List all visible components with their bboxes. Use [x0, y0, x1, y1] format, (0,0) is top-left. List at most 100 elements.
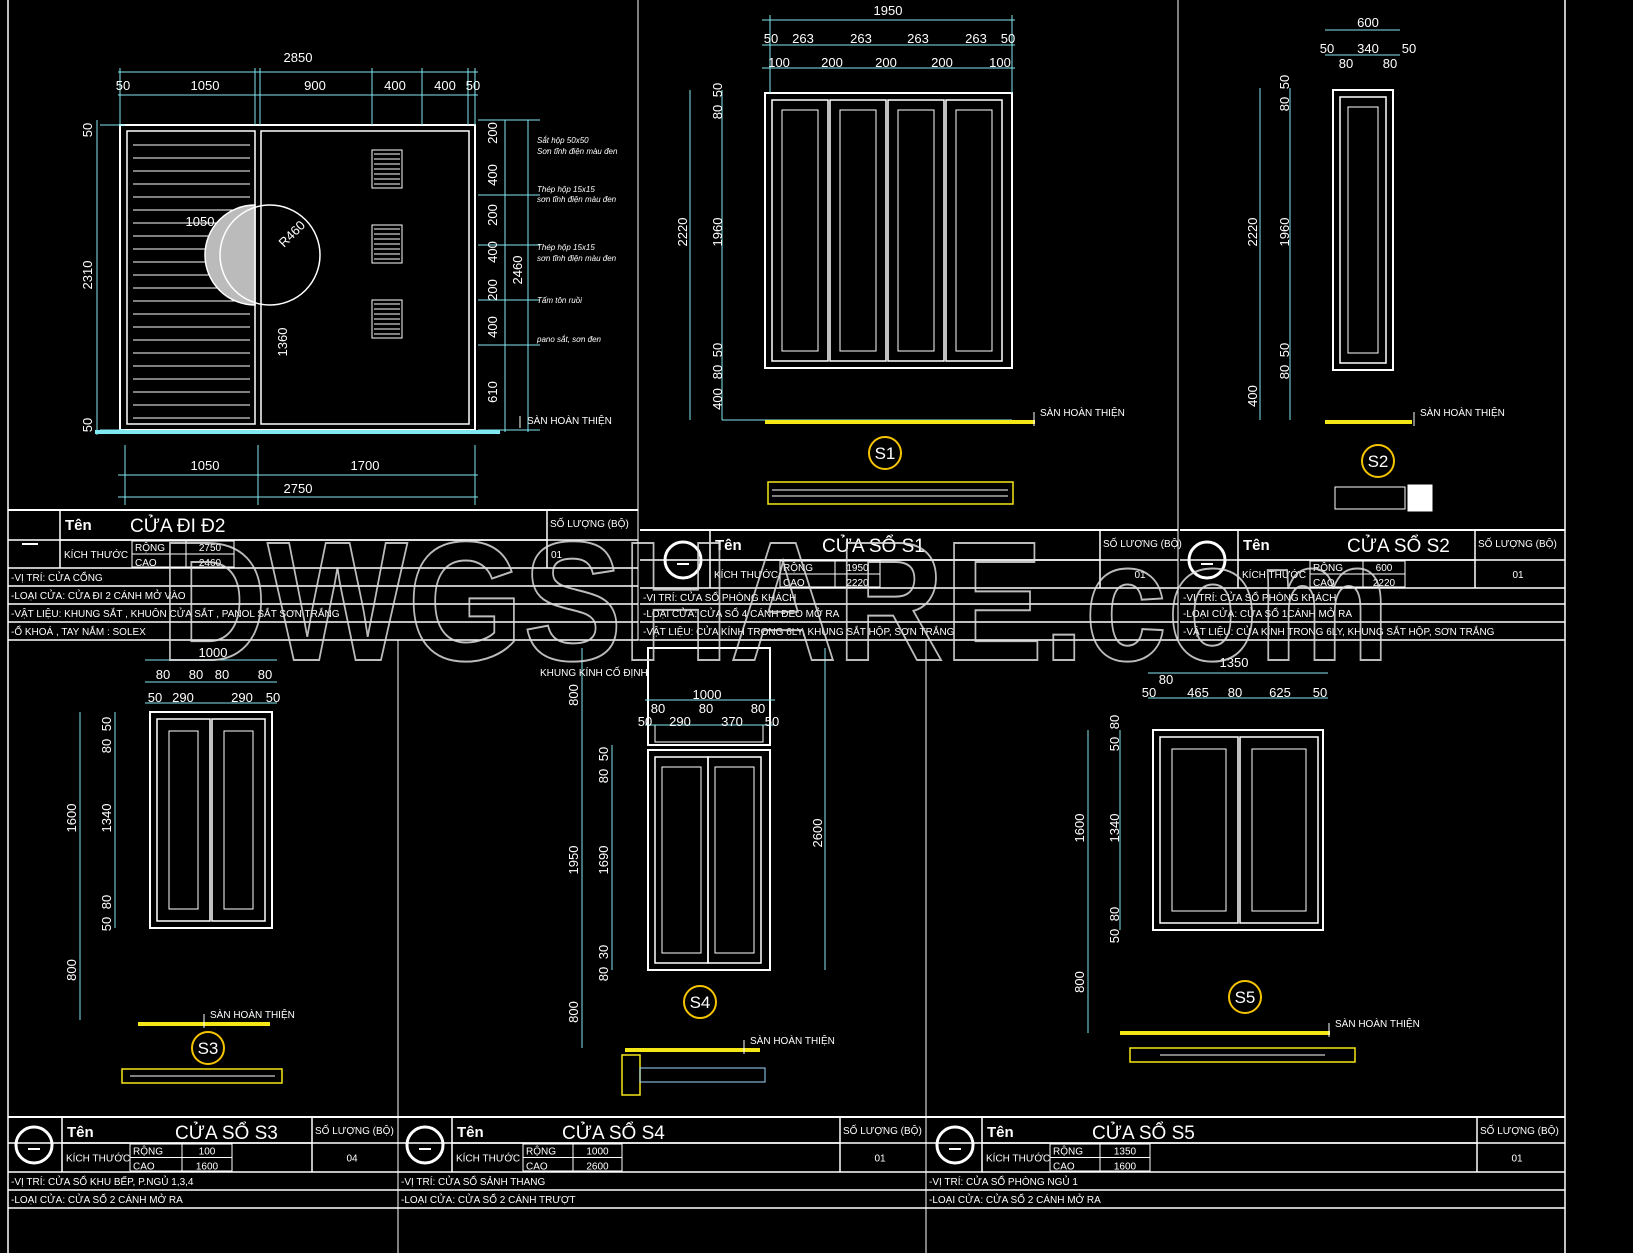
annotation-note: Sắt hộp 50x50	[537, 136, 589, 145]
dimension-text: 340	[1357, 41, 1379, 56]
window-glass	[1171, 748, 1227, 912]
dimension-text: 50	[1402, 41, 1416, 56]
window-glass	[168, 730, 199, 910]
dimension-text: 800	[1072, 971, 1087, 993]
door-title: CỬA SỔ S2	[1347, 535, 1450, 557]
dimension-text: 1950	[874, 3, 903, 18]
dimension-text: 400	[485, 241, 500, 263]
dimension-text: 80	[156, 667, 170, 682]
window-glass	[955, 109, 993, 352]
size-label: KÍCH THƯỚC	[1242, 568, 1306, 581]
dimension-text: 50	[99, 717, 114, 731]
dimension-text: 80	[1228, 685, 1242, 700]
dimension-text: 50	[1001, 31, 1015, 46]
window-section	[639, 1067, 766, 1083]
dimension-text: 80	[99, 895, 114, 909]
door-title: CỬA ĐI Đ2	[130, 515, 225, 537]
dimension-text: 800	[566, 684, 581, 706]
dimension-text: 80	[710, 365, 725, 379]
annotation-note: KHUNG KÍNH CỐ ĐỊNH	[540, 665, 648, 679]
dimension-text: 1000	[693, 687, 722, 702]
dimension-text: 2220	[1245, 218, 1260, 247]
quantity-label: SỐ LƯỢNG (BỘ)	[1480, 1123, 1559, 1137]
section-symbol-icon	[1187, 540, 1227, 580]
dimension-text: 1340	[1107, 814, 1122, 843]
door-title: CỬA SỔ S4	[562, 1122, 665, 1144]
dimension-text: 80	[699, 701, 713, 716]
dimension-text: 400	[485, 164, 500, 186]
drawing-label: S4	[690, 993, 711, 1012]
quantity-label: SỐ LƯỢNG (BỘ)	[1478, 536, 1557, 550]
gate-circle	[219, 204, 321, 306]
quantity-value: 01	[551, 550, 563, 561]
dimension-text: 80	[751, 701, 765, 716]
dimension-text: 625	[1269, 685, 1291, 700]
dimension-text: 1960	[710, 218, 725, 247]
width-value: 1350	[1114, 1147, 1137, 1158]
spec-note: -VỊ TRÍ: CỬA CỔNG	[11, 571, 103, 584]
wall-block	[1407, 484, 1433, 512]
size-label: KÍCH THƯỚC	[714, 568, 778, 581]
height-label: CAO	[133, 1162, 155, 1173]
window-sash	[1239, 736, 1319, 924]
dimension-text: 2460	[510, 256, 525, 285]
dimension-text: 600	[1357, 15, 1379, 30]
drawing-label: S2	[1368, 452, 1389, 471]
dimension-text: 290	[172, 690, 194, 705]
window-sash	[1159, 736, 1239, 924]
window-sash	[1339, 96, 1387, 364]
dimension-text: 50	[99, 917, 114, 931]
spec-note: -VỊ TRÍ: CỬA SỔ PHÒNG NGỦ 1	[929, 1175, 1078, 1188]
dimension-text: 1690	[596, 846, 611, 875]
dimension-text: 2600	[810, 819, 825, 848]
window-glass	[661, 766, 702, 954]
window-section	[1334, 486, 1406, 510]
dimension-text: 290	[231, 690, 253, 705]
dimension-text: 80	[1277, 365, 1292, 379]
name-label: Tên	[987, 1124, 1014, 1141]
dimension-text: 50	[148, 690, 162, 705]
dimension-text: 1950	[566, 846, 581, 875]
dimension-text: 400	[1245, 385, 1260, 407]
section-symbol-icon	[405, 1125, 445, 1165]
width-value: 1000	[586, 1147, 609, 1158]
dimension-text: 50	[764, 31, 778, 46]
dimension-text: 200	[485, 122, 500, 144]
spec-note: -LOẠI CỬA: CỬA SỔ 2 CÁNH MỞ RA	[929, 1193, 1101, 1206]
dimension-text: 1340	[99, 804, 114, 833]
dimension-text: 80	[258, 667, 272, 682]
spec-note: -VẬT LIỆU: CỬA KÍNH TRONG 6LY, KHUNG SẮT…	[1183, 625, 1495, 638]
watermark: DWGSHARE.com	[160, 507, 1390, 697]
label-circle	[683, 985, 717, 1019]
dimension-text: 50	[266, 690, 280, 705]
annotation-note: Thép hộp 15x15	[537, 185, 595, 194]
window-section	[1129, 1047, 1356, 1063]
dimension-text: 263	[965, 31, 987, 46]
spec-note: -VẬT LIỆU: CỬA KÍNH TRONG 6LY, KHUNG SẮT…	[643, 625, 955, 638]
name-label: Tên	[65, 517, 92, 534]
dimension-text: 800	[64, 959, 79, 981]
quantity-label: SỐ LƯỢNG (BỘ)	[315, 1123, 394, 1137]
size-label: KÍCH THƯỚC	[986, 1152, 1050, 1165]
dimension-text: 50	[466, 78, 480, 93]
dimension-text: 263	[792, 31, 814, 46]
label-circle	[1228, 980, 1262, 1014]
window-sash	[211, 718, 266, 922]
width-value: 100	[199, 1147, 216, 1158]
window-frame	[1332, 89, 1394, 371]
dimension-text: 80	[596, 769, 611, 783]
quantity-value: 01	[1511, 1154, 1523, 1165]
dimension-text: 50	[1107, 929, 1122, 943]
window-sash	[887, 99, 945, 362]
spec-note: -LOẠI CỬA: CỬA SỔ 4 CÁNH ĐEO MỞ RA	[643, 607, 840, 620]
quantity-value: 01	[1512, 570, 1524, 581]
dimension-text: 50	[80, 123, 95, 137]
height-value: 2600	[586, 1162, 609, 1173]
dimension-text: 2850	[284, 50, 313, 65]
dimension-text: 80	[99, 739, 114, 753]
label-circle	[868, 436, 902, 470]
dimension-text: 30	[596, 945, 611, 959]
window-glass	[1251, 748, 1307, 912]
dimension-text: 50	[1277, 75, 1292, 89]
